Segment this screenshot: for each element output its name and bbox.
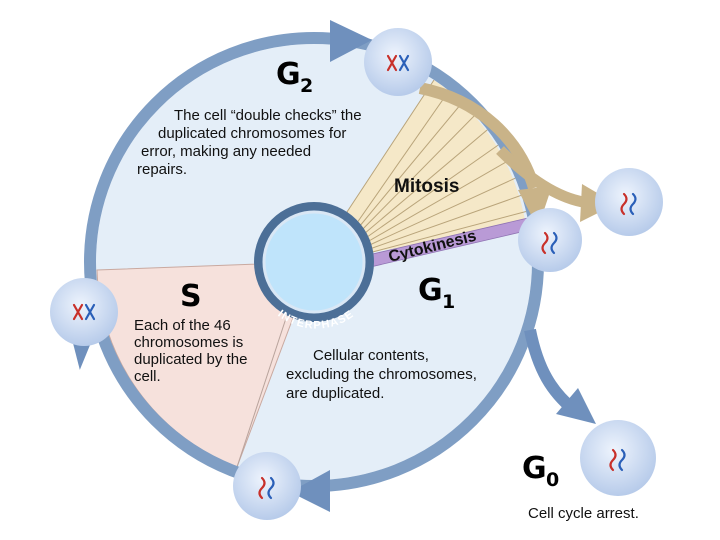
interphase-core [262,210,366,314]
g0-exit-arrow [524,328,578,415]
g2-description: The cell “double checks” the duplicated … [137,107,366,178]
ring-arrow-bottom [290,470,330,512]
g0-letter: G [522,451,547,486]
mitosis-arrow-head-down [518,186,552,228]
mitosis-label: Mitosis [394,176,459,197]
g1-letter: G [418,273,443,308]
s-g1-boundary [236,299,293,468]
s-letter: S [180,279,202,314]
s-description: Each of the 46 chromosomes is duplicated… [134,317,252,385]
g2-subscript: 2 [300,75,313,97]
cell-exit-right [595,168,663,236]
g0-exit-arrow-head [556,388,596,424]
g0-description: Cell cycle arrest. [528,505,639,522]
g2-letter: G [276,57,301,92]
ring-arrow-g2 [330,20,372,62]
cell-mitosis-daughter [518,208,582,272]
g0-subscript: 0 [546,469,559,491]
g1-subscript: 1 [442,291,455,313]
mitosis-arrow-branch [496,146,591,209]
cell-g0 [580,420,656,496]
cell-s [50,278,118,346]
cell-g2 [364,28,432,96]
cell-bottom [233,452,301,520]
g1-description: Cellular contents, excluding the chromos… [286,347,481,402]
